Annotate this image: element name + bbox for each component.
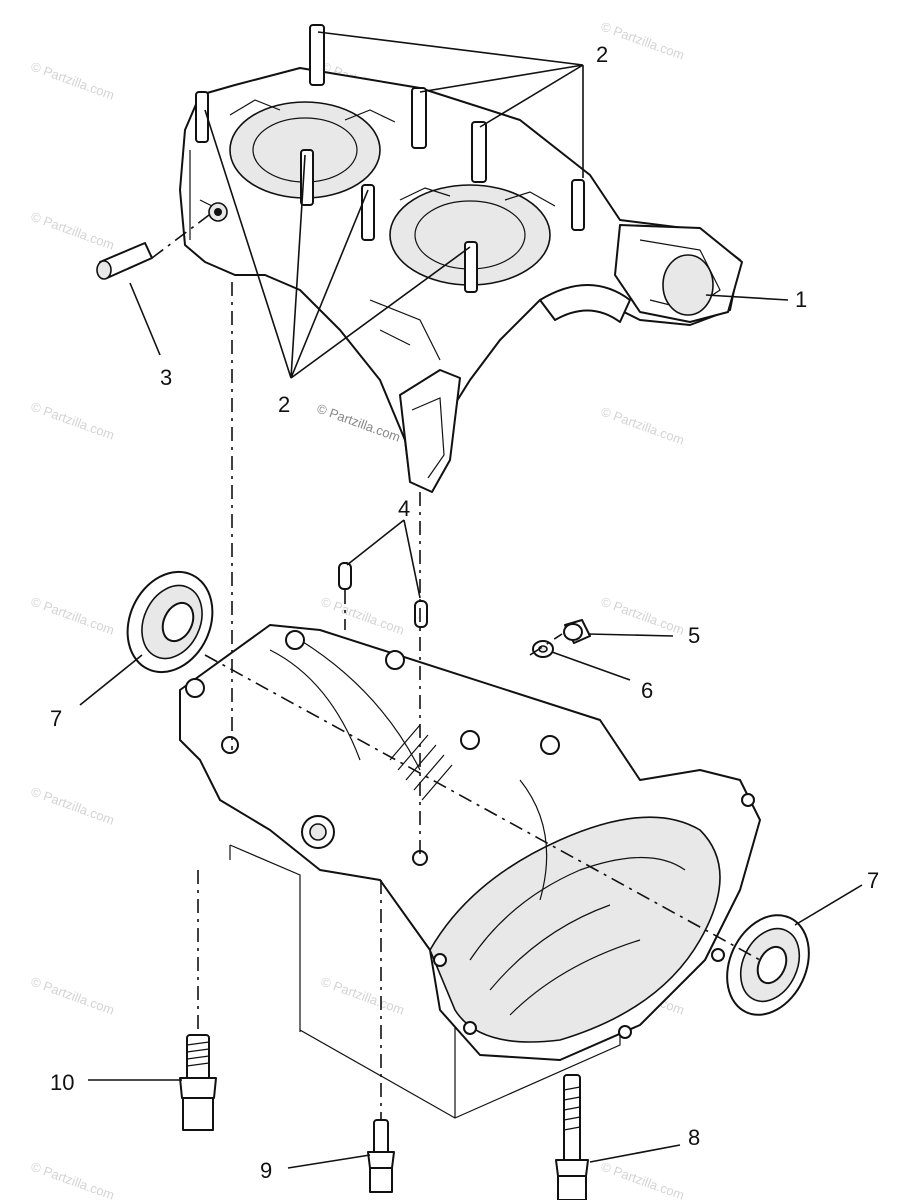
callout-7-right: 7 [867, 868, 879, 893]
callout-1: 1 [795, 287, 807, 312]
callout-3: 3 [160, 365, 172, 390]
callout-8: 8 [688, 1125, 700, 1150]
upper-crankcase [179, 24, 743, 493]
part-7-seal-left [126, 570, 214, 674]
watermark-text: © Partzilla.com [29, 784, 116, 828]
watermark-text: © Partzilla.com [599, 19, 686, 63]
lower-crankcase [179, 624, 761, 1119]
alignment-centerlines [151, 211, 761, 1120]
watermark-text: © Partzilla.com [599, 594, 686, 638]
callout-7-left: 7 [50, 706, 62, 731]
callout-9: 9 [260, 1158, 272, 1183]
callout-2-top: 2 [596, 42, 608, 67]
callout-2-bottom: 2 [278, 392, 290, 417]
watermark-text: © Partzilla.com [319, 594, 406, 638]
part-7-seal-right [726, 914, 810, 1016]
callout-labels: 1 2 2 3 4 5 6 7 7 8 9 10 [50, 42, 879, 1183]
watermark-text: © Partzilla.com [599, 404, 686, 448]
watermark-text: © Partzilla.com [29, 594, 116, 638]
part-6-washer [532, 640, 554, 658]
watermark-text: © Partzilla.com [599, 1159, 686, 1200]
watermark-text: © Partzilla.com [29, 1159, 116, 1200]
watermark-text: © Partzilla.com [319, 974, 406, 1018]
part-8-bolt [555, 1074, 589, 1200]
leader-lines [79, 31, 863, 1169]
watermark-text: © Partzilla.com [29, 209, 116, 253]
callout-4: 4 [398, 496, 410, 521]
part-5-screw [563, 619, 591, 644]
part-4-dowel-pins [338, 562, 428, 628]
part-10-bolt [179, 1034, 217, 1131]
callout-6: 6 [641, 678, 653, 703]
cylinder-studs [195, 24, 585, 293]
watermark-text: © Partzilla.com [29, 974, 116, 1018]
watermark-text: © Partzilla.com [29, 399, 116, 443]
part-9-bolt [367, 1119, 395, 1193]
watermark-text: © Partzilla.com [29, 59, 116, 103]
callout-5: 5 [688, 623, 700, 648]
callout-10: 10 [50, 1070, 74, 1095]
copyright-text: © Partzilla.com [315, 401, 402, 445]
